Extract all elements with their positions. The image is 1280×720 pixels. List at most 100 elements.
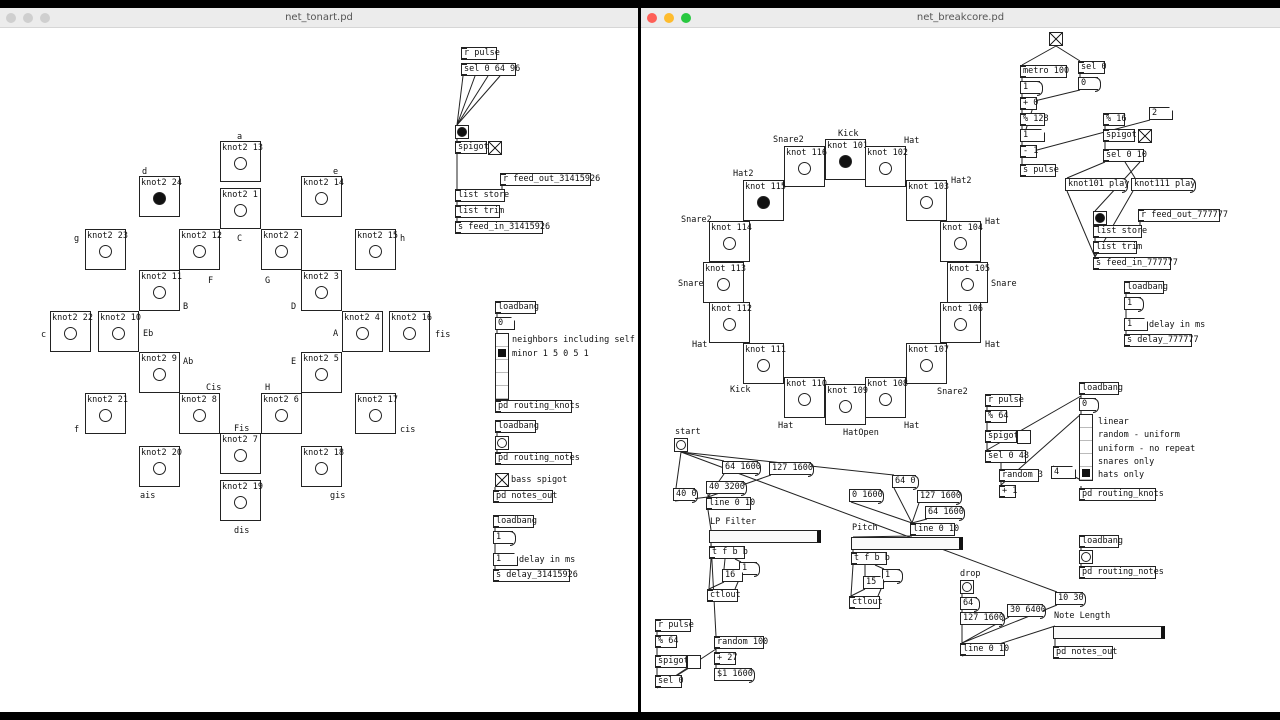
message-box[interactable]: knot111 play: [1131, 178, 1196, 193]
knot-abstraction[interactable]: knot 115: [743, 180, 786, 221]
object-box[interactable]: r pulse: [985, 394, 1024, 407]
number-box[interactable]: 1: [493, 553, 518, 566]
knot-bang[interactable]: [275, 409, 288, 422]
message-box[interactable]: 10 30: [1055, 592, 1086, 607]
radio-cell[interactable]: [1080, 454, 1092, 467]
toggle[interactable]: [1049, 32, 1063, 46]
knot-bang[interactable]: [64, 327, 77, 340]
knot-abstraction[interactable]: knot2 10: [98, 311, 141, 352]
knot-abstraction[interactable]: knot2 13: [220, 141, 263, 182]
knot-abstraction[interactable]: knot2 16: [389, 311, 432, 352]
knot-bang[interactable]: [234, 496, 247, 509]
close-button[interactable]: [6, 13, 16, 23]
object-box[interactable]: random 3: [999, 469, 1043, 482]
object-box[interactable]: pd routing_notes: [495, 452, 580, 465]
knot-abstraction[interactable]: knot2 20: [139, 446, 182, 487]
knot-abstraction[interactable]: knot2 15: [355, 229, 398, 270]
knot-abstraction[interactable]: knot 104: [940, 221, 983, 262]
knot-abstraction[interactable]: knot2 22: [50, 311, 93, 352]
object-box[interactable]: t f b b: [851, 552, 890, 565]
number-box[interactable]: 2: [1149, 107, 1173, 120]
message-box[interactable]: 1: [493, 531, 516, 546]
message-box[interactable]: 0: [1079, 398, 1099, 413]
knot-bang[interactable]: [723, 237, 736, 250]
message-box[interactable]: 1: [1124, 297, 1144, 312]
object-box[interactable]: s delay_777777: [1124, 334, 1199, 347]
toggle[interactable]: [488, 141, 502, 155]
knot-abstraction[interactable]: knot2 6: [261, 393, 302, 434]
knot-bang[interactable]: [920, 196, 933, 209]
knot-abstraction[interactable]: knot2 8: [179, 393, 220, 434]
radio-cell[interactable]: [1080, 441, 1092, 454]
knot-abstraction[interactable]: knot 110: [784, 377, 827, 418]
horizontal-slider[interactable]: [851, 537, 963, 550]
zoom-button[interactable]: [40, 13, 50, 23]
radio-cell[interactable]: [1080, 415, 1092, 428]
knot-bang[interactable]: [153, 192, 166, 205]
knot-abstraction[interactable]: knot 112: [709, 302, 752, 343]
horizontal-slider[interactable]: [1053, 626, 1165, 639]
knot-bang[interactable]: [234, 449, 247, 462]
vertical-radio[interactable]: [495, 333, 509, 400]
knot-abstraction[interactable]: knot2 11: [139, 270, 182, 311]
number-box[interactable]: 1: [1020, 129, 1045, 142]
message-box[interactable]: 64 1600: [925, 506, 965, 521]
toggle[interactable]: [687, 655, 701, 669]
toggle[interactable]: [495, 473, 509, 487]
object-box[interactable]: + 27: [714, 652, 737, 665]
object-box[interactable]: s pulse: [1020, 164, 1059, 177]
knot-bang[interactable]: [153, 462, 166, 475]
knot-abstraction[interactable]: knot 109: [825, 384, 868, 425]
bang-button[interactable]: [674, 438, 688, 452]
message-box[interactable]: knot101 play: [1065, 178, 1129, 193]
knot-bang[interactable]: [153, 368, 166, 381]
object-box[interactable]: + 1: [999, 485, 1017, 498]
knot-bang[interactable]: [234, 157, 247, 170]
object-box[interactable]: pd routing_notes: [1079, 566, 1164, 579]
object-box[interactable]: % 128: [1020, 113, 1049, 126]
toggle[interactable]: [1138, 129, 1152, 143]
bang-button[interactable]: [1079, 550, 1093, 564]
object-box[interactable]: pd routing_knots: [1079, 488, 1164, 501]
object-box[interactable]: random 100: [714, 636, 768, 649]
object-box[interactable]: list trim: [1093, 241, 1142, 254]
object-box[interactable]: s feed_in_31415926: [455, 221, 550, 234]
object-box[interactable]: spigot: [455, 141, 489, 154]
knot-bang[interactable]: [798, 393, 811, 406]
object-box[interactable]: pd notes_out: [493, 490, 557, 503]
knot-abstraction[interactable]: knot 107: [906, 343, 949, 384]
knot-bang[interactable]: [275, 245, 288, 258]
object-box[interactable]: r feed_out_777777: [1138, 209, 1228, 222]
message-box[interactable]: 64 1600: [722, 461, 761, 476]
knot-bang[interactable]: [315, 286, 328, 299]
knot-abstraction[interactable]: knot2 12: [179, 229, 222, 270]
radio-cell[interactable]: [496, 334, 508, 347]
object-box[interactable]: - 1: [1020, 145, 1038, 158]
number-box[interactable]: 1: [1124, 318, 1148, 331]
vertical-radio[interactable]: [1079, 414, 1093, 481]
number-box[interactable]: 15: [863, 576, 884, 589]
bang-button[interactable]: [455, 125, 469, 139]
message-box[interactable]: 64 0: [892, 475, 919, 490]
knot-bang[interactable]: [403, 327, 416, 340]
knot-bang[interactable]: [839, 400, 852, 413]
object-box[interactable]: line 0 10: [910, 523, 959, 536]
object-box[interactable]: sel 0 64 96: [461, 63, 520, 76]
knot-bang[interactable]: [369, 409, 382, 422]
horizontal-slider[interactable]: [709, 530, 821, 543]
knot-bang[interactable]: [954, 237, 967, 250]
knot-abstraction[interactable]: knot2 3: [301, 270, 342, 311]
object-box[interactable]: + 0: [1020, 97, 1038, 110]
knot-bang[interactable]: [153, 286, 166, 299]
knot-bang[interactable]: [99, 245, 112, 258]
message-box[interactable]: 127 1600: [960, 612, 1005, 627]
object-box[interactable]: t f b b: [709, 546, 748, 559]
object-box[interactable]: sel 0: [655, 675, 684, 688]
message-box[interactable]: 64: [960, 597, 980, 612]
knot-bang[interactable]: [954, 318, 967, 331]
message-box[interactable]: 1: [1020, 81, 1043, 96]
knot-abstraction[interactable]: knot2 17: [355, 393, 398, 434]
object-box[interactable]: line 0 10: [706, 497, 755, 510]
radio-cell[interactable]: [1080, 428, 1092, 441]
